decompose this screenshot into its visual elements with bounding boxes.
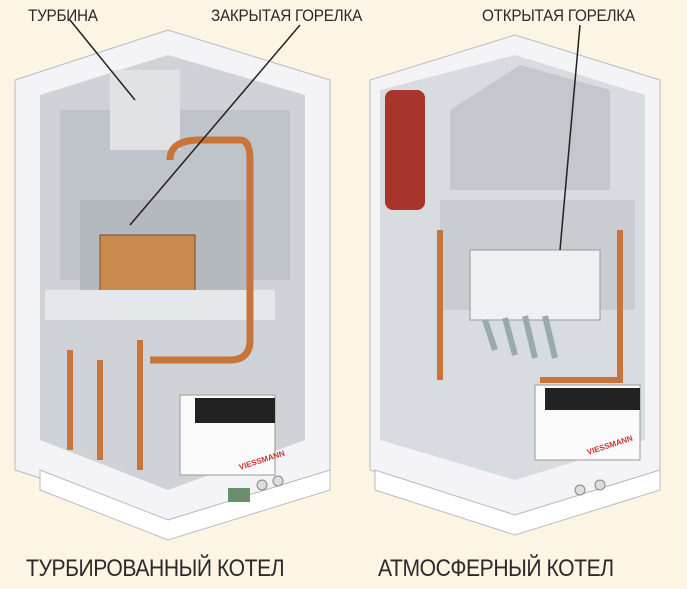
atmospheric-boiler — [369, 24, 661, 536]
turbo-boiler — [14, 19, 331, 541]
copper-pipe — [150, 136, 254, 364]
caption-atmospheric-boiler: АТМОСФЕРНЫЙ КОТЕЛ — [378, 555, 614, 582]
closed-burner-pointer — [129, 24, 301, 226]
label-open-burner: ОТКРЫТАЯ ГОРЕЛКА — [482, 6, 635, 25]
open-burner-pointer — [559, 24, 581, 251]
control-box — [195, 398, 275, 423]
caption-turbo-boiler: ТУРБИРОВАННЫЙ КОТЕЛ — [26, 555, 285, 582]
turbine-pointer — [69, 19, 136, 101]
open-burner — [469, 249, 601, 321]
control-panel — [39, 469, 331, 541]
label-closed-burner: ЗАКРЫТАЯ ГОРЕЛКА — [211, 6, 363, 25]
display — [228, 488, 250, 502]
expansion-tank — [385, 90, 425, 210]
label-turbine: ТУРБИНА — [28, 6, 98, 25]
